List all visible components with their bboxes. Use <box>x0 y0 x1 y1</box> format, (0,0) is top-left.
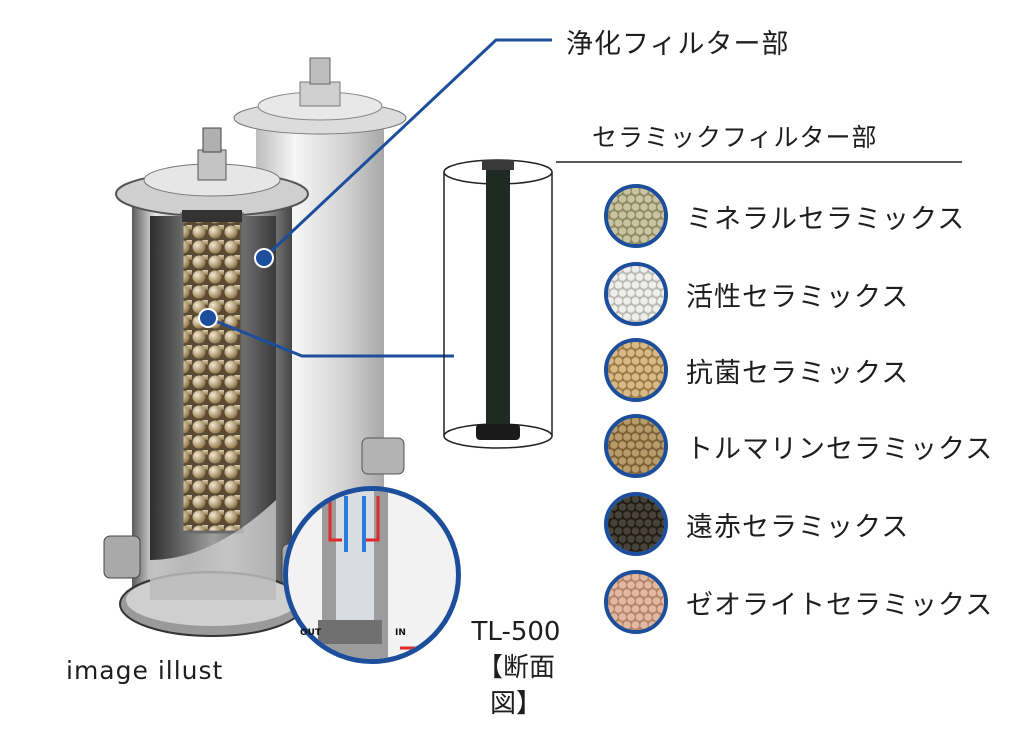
ceramic-item: 抗菌セラミックス <box>604 338 909 402</box>
ceramic-name: 遠赤セラミックス <box>686 511 910 543</box>
ceramic-swatch <box>604 262 668 326</box>
ceramic-filter-section-label: セラミックフィルター部 <box>592 123 878 152</box>
ceramic-swatch <box>604 570 668 634</box>
cartridge-diagram <box>443 159 962 449</box>
ceramic-name: ゼオライトセラミックス <box>686 589 994 621</box>
model-label-block: TL-500 【断面図】 <box>458 614 574 722</box>
purifier-filter-label: 浄化フィルター部 <box>566 29 790 60</box>
ceramic-item: ゼオライトセラミックス <box>604 570 993 634</box>
ceramic-name: 活性セラミックス <box>686 281 910 313</box>
purifier-callout-line <box>254 38 552 268</box>
ceramic-item: トルマリンセラミックス <box>604 414 993 478</box>
section-cutaway <box>283 486 461 664</box>
ceramic-swatch <box>604 184 668 248</box>
section-view-label: 【断面図】 <box>476 653 555 719</box>
out-label: OUT <box>300 628 322 638</box>
ceramic-name: トルマリンセラミックス <box>686 433 994 465</box>
ceramic-swatch <box>604 492 668 556</box>
ceramic-name: ミネラルセラミックス <box>686 203 966 235</box>
ceramic-item: 活性セラミックス <box>604 262 909 326</box>
image-caption: image illust <box>66 656 224 685</box>
in-label: IN <box>395 628 406 638</box>
ceramic-callout-line <box>198 308 454 358</box>
ceramic-swatch <box>604 414 668 478</box>
ceramic-swatch <box>604 338 668 402</box>
ceramic-item: 遠赤セラミックス <box>604 492 909 556</box>
ceramic-item: ミネラルセラミックス <box>604 184 965 248</box>
model-name: TL-500 <box>471 617 561 647</box>
ceramic-name: 抗菌セラミックス <box>686 357 910 389</box>
